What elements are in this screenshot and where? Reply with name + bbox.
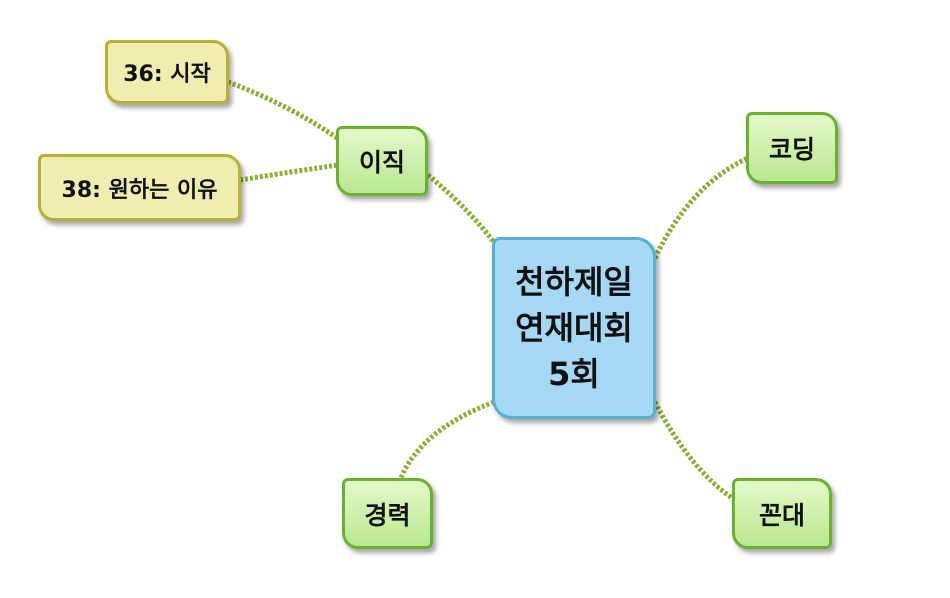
branch-coding[interactable]: 코딩 (746, 112, 838, 184)
central-topic-line1: 천하제일 (515, 263, 633, 301)
central-topic-line2: 연재대회 (515, 309, 633, 347)
central-topic[interactable]: 천하제일 연재대회 5회 (492, 237, 656, 419)
link-center-career (397, 399, 495, 481)
link-center-kkondae (652, 400, 737, 503)
branch-career[interactable]: 경력 (342, 478, 433, 549)
subtopic-start[interactable]: 36: 시작 (105, 40, 229, 104)
branch-ijik[interactable]: 이직 (336, 126, 428, 196)
subtopic-reason[interactable]: 38: 원하는 이유 (38, 154, 241, 221)
link-ijik-start (227, 79, 342, 143)
branch-kkondae[interactable]: 꼰대 (732, 478, 832, 549)
link-ijik-reason (239, 162, 339, 183)
link-center-coding (652, 155, 750, 260)
central-topic-line3: 5회 (548, 355, 600, 393)
link-center-ijik (426, 173, 499, 247)
